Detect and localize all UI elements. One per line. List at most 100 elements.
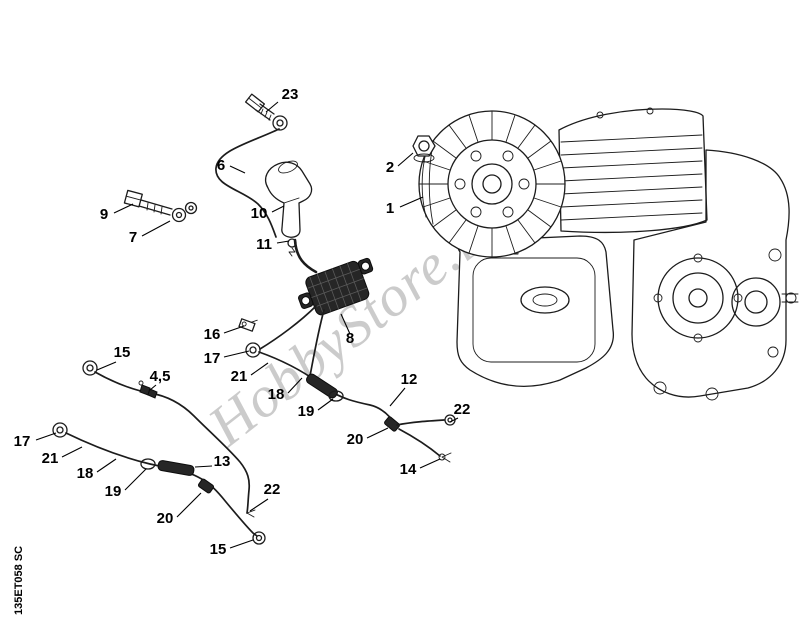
callout-number: 8 [346,330,354,347]
module-lead-2-art [309,309,325,377]
callout-number: 1 [386,200,394,217]
callout-22: 22 [249,481,281,512]
callout-15: 15 [96,344,131,371]
callout-2: 2 [386,152,414,176]
callout-number: 4,5 [150,368,171,385]
callout-number: 21 [42,450,59,467]
callout-18: 18 [77,458,117,482]
callout-leader-line [265,101,279,113]
callout-leader-line [317,398,334,411]
callout-19: 19 [298,398,334,420]
callout-leader-line [419,458,441,469]
callout-number: 17 [204,350,221,367]
callout-11: 11 [256,236,290,253]
callout-12: 12 [389,371,418,407]
callout-leader-line [149,384,157,391]
callout-number: 13 [214,453,231,470]
callout-21: 21 [231,362,269,385]
washers-7-art [171,201,198,223]
callout-number: 11 [256,236,272,253]
callout-21: 21 [42,446,83,467]
callout-number: 17 [14,433,31,450]
callout-number: 7 [129,229,137,246]
callout-number: 22 [454,401,471,418]
callout-leader-line [194,465,213,468]
callout-leader-line [113,203,134,214]
module-lead-1-art [259,305,317,350]
callout-number: 19 [105,483,122,500]
callout-leader-line [229,539,254,549]
short-circuit-wire-art [215,128,280,238]
callout-4-5: 4,5 [149,368,171,391]
wiring-harness-lower-art [52,360,266,545]
callout-10: 10 [251,205,285,222]
callout-leader-line [287,377,303,394]
callout-number: 15 [114,344,131,361]
callout-20: 20 [157,492,202,527]
callout-number: 18 [268,386,285,403]
callout-number: 16 [204,326,221,343]
callout-13: 13 [194,453,231,470]
callout-19: 19 [105,468,147,500]
callout-layer: 236971011218161721181912202214154,517211… [14,86,471,558]
callout-number: 2 [386,159,394,176]
callout-leader-line [223,350,250,358]
callout-number: 14 [400,461,417,478]
callout-leader-line [124,468,147,491]
callout-number: 12 [401,371,418,388]
callout-22: 22 [449,401,471,423]
callout-number: 22 [264,481,281,498]
callout-number: 23 [282,86,299,103]
ignition-module-art [298,257,374,316]
callout-20: 20 [347,427,389,448]
screw-9-art [123,189,173,216]
callout-leader-line [229,165,246,174]
callout-leader-line [141,220,171,237]
ht-lead-art [293,238,318,274]
callout-leader-line [96,458,117,473]
callout-number: 6 [217,157,225,174]
callout-leader-line [250,362,269,376]
callout-leader-line [96,361,117,371]
callout-leader-line [276,240,290,244]
callout-leader-line [271,205,285,213]
callout-leader-line [399,196,424,208]
callout-number: 20 [347,431,364,448]
callout-number: 18 [77,465,94,482]
callout-17: 17 [14,432,57,450]
callout-7: 7 [129,220,171,246]
screw-23-art [244,93,288,131]
callout-leader-line [397,152,414,167]
flywheel-art [418,110,566,258]
callout-17: 17 [204,350,250,367]
callout-leader-line [176,492,202,518]
callout-9: 9 [100,203,134,223]
callout-leader-line [223,325,245,334]
callout-number: 20 [157,510,174,527]
callout-18: 18 [268,377,303,403]
callout-1: 1 [386,196,424,217]
callout-14: 14 [400,458,441,478]
callout-16: 16 [204,325,245,343]
callout-number: 15 [210,541,227,558]
callout-number: 19 [298,403,315,420]
callout-leader-line [366,427,389,439]
callout-number: 21 [231,368,248,385]
callout-15: 15 [210,539,254,558]
callout-leader-line [249,498,269,512]
callout-number: 10 [251,205,268,222]
callout-leader-line [35,432,57,441]
callout-leader-line [389,387,406,407]
spark-plug-boot-art [264,160,313,238]
callout-8: 8 [340,313,354,347]
document-code: 135ET058 SC [13,546,25,615]
callout-leader-line [340,313,351,335]
flywheel-nut-art [412,135,436,163]
callout-leader-line [449,417,459,423]
callout-23: 23 [265,86,299,113]
callout-number: 9 [100,206,108,223]
callout-6: 6 [217,157,246,174]
callout-leader-line [61,446,83,458]
